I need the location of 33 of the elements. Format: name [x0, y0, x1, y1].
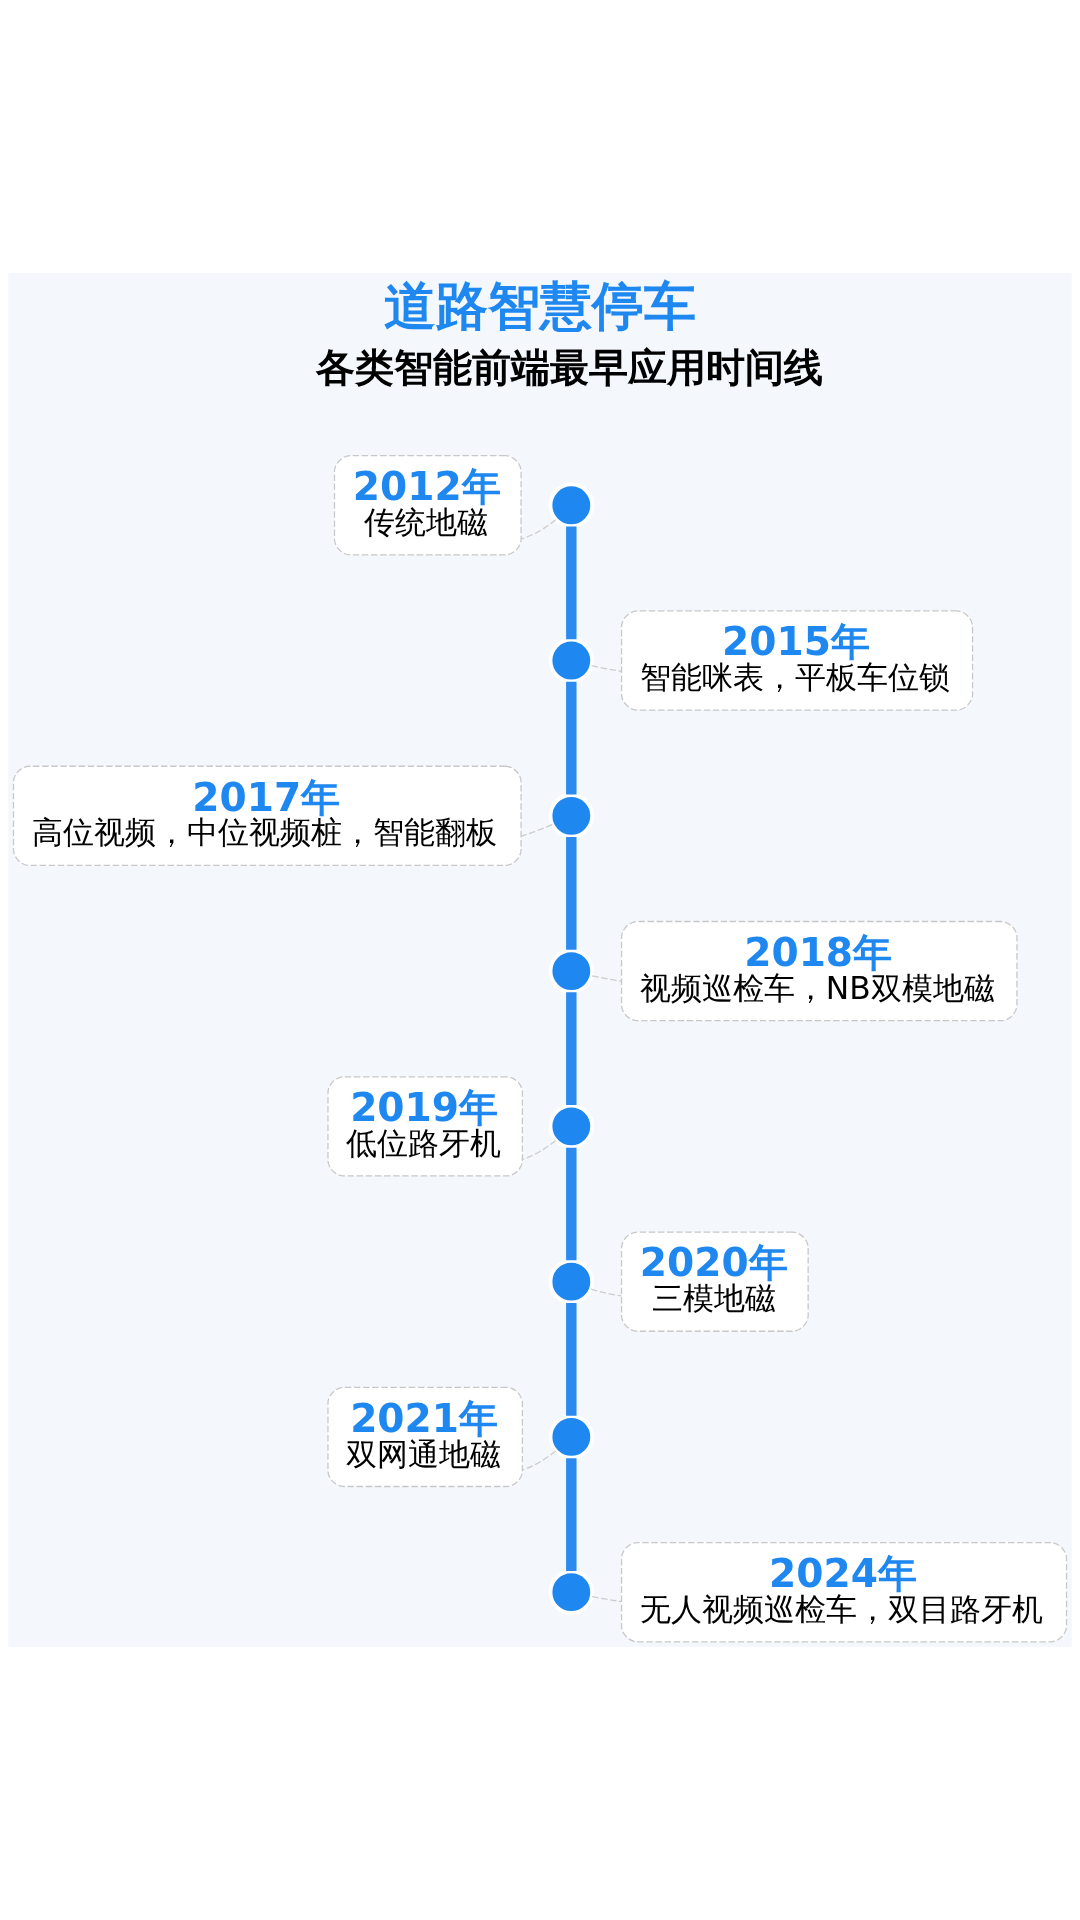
node-circle	[548, 948, 595, 994]
node-box: 2012年 传统地磁	[333, 455, 522, 556]
node-box: 2017年 高位视频，中位视频桩，智能翻板	[12, 765, 522, 867]
node-circle	[548, 1103, 595, 1150]
node-box: 2015年 智能咪表，平板车位锁	[620, 610, 974, 711]
connector	[566, 1458, 577, 1571]
connector	[591, 975, 623, 982]
node-box: 2018年 视频巡检车，NB双模地磁	[620, 920, 1018, 1022]
label: 各类智能前端最早应用时间线	[316, 345, 824, 391]
node-box: 2020年 三模地磁	[620, 1231, 809, 1332]
connector	[522, 1139, 557, 1160]
node-circle	[548, 793, 595, 839]
diagram-title: 道路智慧停车	[384, 275, 697, 336]
connector	[566, 526, 577, 640]
node-box: 2021年 双网通地磁	[327, 1386, 524, 1488]
node-box: 2024年 无人视频巡检车，双目路牙机	[620, 1541, 1068, 1643]
connector	[520, 519, 557, 540]
connector	[520, 823, 553, 837]
node-circle	[548, 1258, 595, 1305]
connector	[566, 681, 577, 795]
connector	[591, 1595, 622, 1603]
connector	[566, 992, 577, 1106]
node-circle	[548, 1569, 595, 1616]
connector	[522, 1450, 557, 1471]
node-circle	[548, 1414, 595, 1460]
connector	[590, 1288, 623, 1297]
node-box: 2019年 低位路牙机	[327, 1076, 524, 1177]
node-circle	[548, 637, 595, 684]
node-circle	[548, 482, 595, 529]
connector	[566, 837, 577, 950]
connector	[590, 665, 622, 672]
connector	[566, 1147, 577, 1261]
connector	[566, 1302, 577, 1416]
